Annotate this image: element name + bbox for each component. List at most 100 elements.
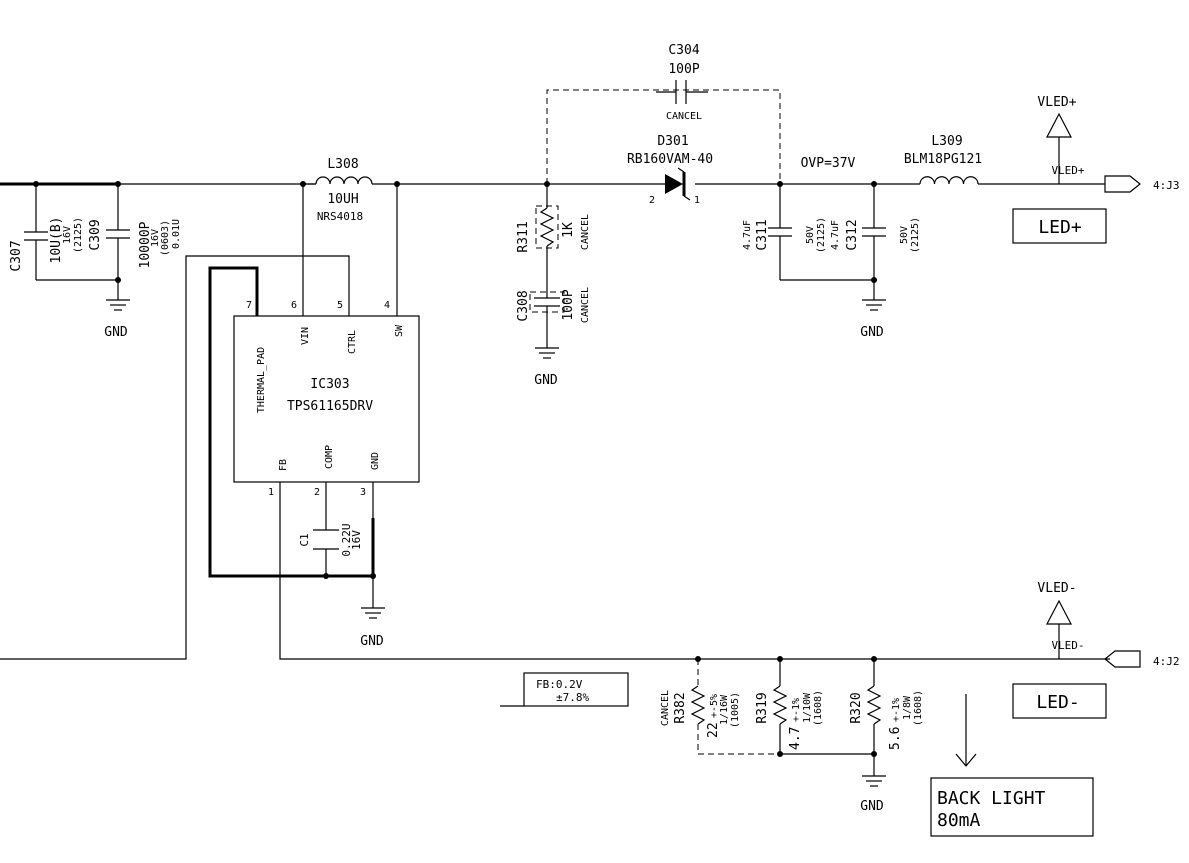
- down-arrow-icon: [955, 694, 977, 767]
- gnd-label: GND: [860, 325, 884, 340]
- backlight-line2: 80mA: [937, 810, 981, 831]
- led-plus-label: LED+: [1038, 217, 1082, 238]
- r382-note: CANCEL: [660, 690, 671, 726]
- junction-dot: [323, 573, 329, 579]
- r319-value: 4.7: [788, 727, 803, 750]
- capacitor-c312: [862, 184, 886, 300]
- c304-value: 100P: [668, 62, 699, 77]
- r382-tolerance: +-5%: [709, 694, 720, 718]
- pin-ctrl-name: CTRL: [347, 330, 358, 354]
- c1-ref: C1: [298, 533, 311, 546]
- r320-power: 1/8W: [902, 695, 913, 720]
- pin-fb-num: 1: [268, 487, 274, 498]
- ic-part: TPS61165DRV: [287, 399, 373, 414]
- pin-sw-num: 4: [384, 300, 390, 311]
- gnd-label: GND: [104, 325, 128, 340]
- capacitor-c311: [768, 184, 792, 280]
- fb-note-box: [523, 672, 629, 707]
- c307-ref: C307: [9, 240, 24, 271]
- junction-dot: [871, 277, 877, 283]
- r320-package: (1608): [913, 690, 924, 726]
- c307-rating: 16V: [62, 226, 73, 244]
- r311-note: CANCEL: [580, 214, 591, 250]
- diode-d301: [665, 167, 691, 201]
- fb-note-line2: ±7.8%: [556, 691, 589, 704]
- c304-ref: C304: [668, 43, 699, 58]
- vled-plus-power-symbol: [1046, 112, 1072, 184]
- fb-note-line1: FB:0.2V: [536, 678, 583, 691]
- d301-value: RB160VAM-40: [627, 152, 713, 167]
- pin-gnd-num: 3: [360, 487, 366, 498]
- c312-ref: C312: [845, 219, 860, 250]
- c311-ref: C311: [755, 219, 770, 250]
- backlight-box: [930, 777, 1094, 837]
- c309-value: 10000P: [138, 221, 153, 268]
- c309-package: (0603): [160, 220, 171, 256]
- led-minus-label: LED-: [1036, 692, 1079, 713]
- c304-note: CANCEL: [666, 111, 702, 122]
- r320-tolerance: +-1%: [891, 698, 902, 722]
- vled-plus-label: VLED+: [1037, 95, 1076, 110]
- pin-comp-num: 2: [314, 487, 320, 498]
- r382-power: 1/16W: [719, 694, 730, 725]
- pin-sw-name: SW: [394, 324, 405, 337]
- capacitor-c309: [106, 184, 130, 300]
- c304-dashed-path: [546, 89, 781, 184]
- ground-symbol: [862, 775, 886, 787]
- pin-vin-name: VIN: [300, 327, 311, 345]
- capacitor-c1: [313, 482, 339, 576]
- pin-comp-name: COMP: [324, 445, 335, 469]
- r382-package: (1005): [730, 692, 741, 728]
- resistor-r319: [772, 659, 874, 755]
- j3-port-arrow: [1104, 175, 1141, 193]
- resistor-r320: [866, 659, 882, 776]
- c311-rating: 50V: [805, 226, 816, 244]
- r311-value: 1K: [561, 222, 576, 238]
- c1-value: 0.22U: [340, 523, 353, 556]
- junction-dot: [871, 751, 877, 757]
- c309-ref: C309: [88, 219, 103, 250]
- thermal-pad-ground-wire: [208, 266, 373, 578]
- ground-symbol: [361, 607, 385, 619]
- pin-thermal-num: 7: [246, 300, 252, 311]
- c307-value: 10U(B): [49, 217, 64, 264]
- l308-ref: L308: [327, 157, 358, 172]
- gnd-label: GND: [534, 373, 558, 388]
- l309-value: BLM18PG121: [904, 152, 982, 167]
- gnd-label: GND: [860, 799, 884, 814]
- d301-pin-anode: 2: [649, 195, 655, 206]
- c309-alt-value: 0.01U: [171, 219, 182, 249]
- r319-power: 1/10W: [802, 692, 813, 723]
- r311-ref: R311: [516, 221, 531, 252]
- vled-minus-label: VLED-: [1037, 581, 1076, 596]
- backlight-line1: BACK LIGHT: [937, 788, 1046, 809]
- pin-gnd-name: GND: [370, 452, 381, 470]
- resistor-r311: [535, 205, 559, 249]
- c308-value: 100P: [561, 289, 576, 320]
- gnd-label: GND: [360, 634, 384, 649]
- r320-value: 5.6: [888, 727, 903, 750]
- c1-rating: 16V: [350, 530, 363, 550]
- junction-dot: [777, 751, 783, 757]
- capacitor-c308: [529, 291, 565, 348]
- ic-ref: IC303: [310, 377, 349, 392]
- d301-ref: D301: [657, 134, 688, 149]
- pin-thermal-name: THERMAL_PAD: [256, 347, 267, 413]
- r382-value: 22: [706, 722, 721, 738]
- ground-symbol: [535, 347, 559, 359]
- c308-ref: C308: [516, 290, 531, 321]
- c311-package: (2125): [816, 217, 827, 253]
- capacitor-c304: [656, 80, 708, 104]
- ctrl-wire: [0, 255, 350, 660]
- ground-symbol: [106, 299, 130, 311]
- vled-plus-net-label: VLED+: [1051, 164, 1084, 177]
- pin-vin-num: 6: [291, 300, 297, 311]
- vled-minus-net-label: VLED-: [1051, 639, 1084, 652]
- led-plus-box: [1012, 208, 1107, 244]
- r319-package: (1608): [813, 690, 824, 726]
- d301-pin-cathode: 1: [694, 195, 700, 206]
- c308-note: CANCEL: [580, 287, 591, 323]
- r382-ref: R382: [673, 692, 688, 723]
- inductor-l308: [303, 176, 373, 185]
